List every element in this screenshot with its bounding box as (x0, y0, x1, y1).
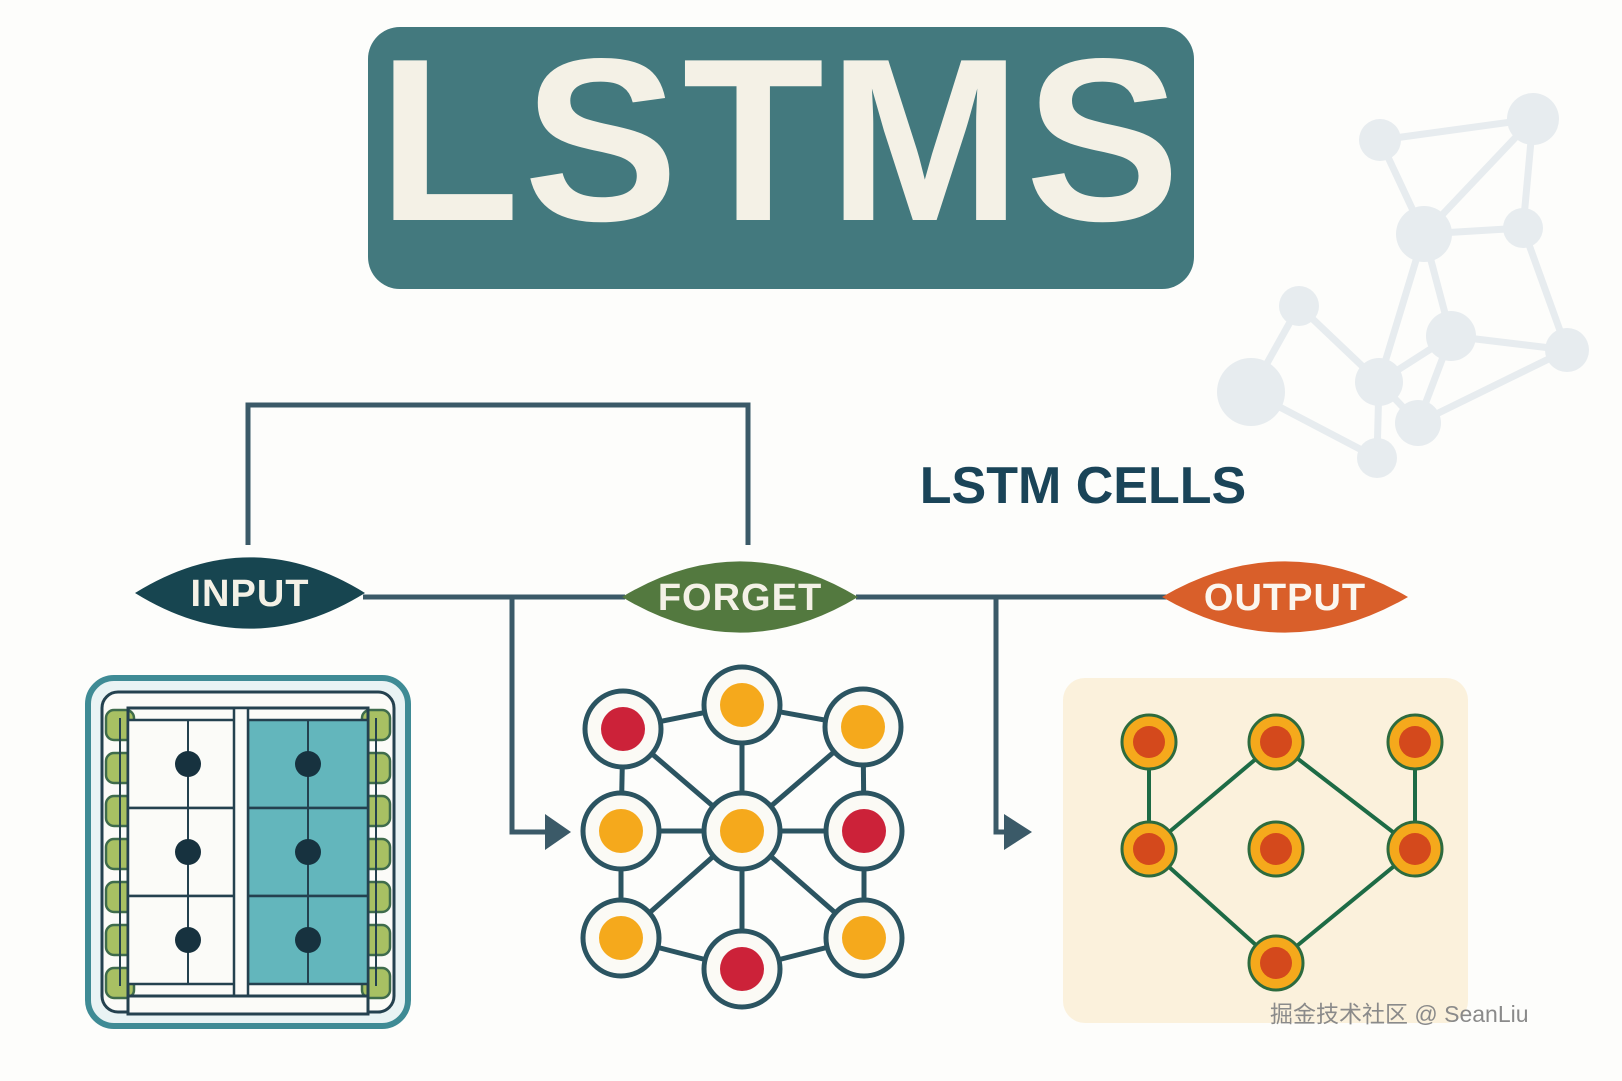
decoration-node (1217, 358, 1285, 426)
title-banner: LSTMS (368, 11, 1194, 289)
chip-node-dot (295, 927, 321, 953)
chip-node-dot (175, 927, 201, 953)
decoration-node (1357, 438, 1397, 478)
network-node-core (842, 809, 886, 853)
decoration-node (1355, 358, 1403, 406)
gate-forget-shape (622, 561, 858, 633)
output-node (1247, 934, 1305, 992)
decoration-node (1545, 328, 1589, 372)
decoration-node (1507, 93, 1559, 145)
network-node (582, 688, 664, 770)
title-banner-text: LSTMS (378, 11, 1184, 270)
section-title: LSTM CELLS (920, 457, 1246, 515)
network-node (580, 897, 662, 979)
output-edge (1274, 847, 1417, 965)
gate-connectors (245, 402, 1168, 850)
gate-output-label: OUTPUT (1204, 577, 1366, 619)
output-edge (1274, 740, 1417, 851)
output-node (1386, 713, 1444, 771)
output-node (1120, 713, 1178, 771)
output-node-core (1260, 726, 1292, 758)
network-node-core (841, 705, 885, 749)
network-node-core (601, 707, 645, 751)
output-node (1120, 820, 1178, 878)
network-node (701, 790, 783, 872)
gate-forget-label: FORGET (658, 577, 822, 619)
decoration-node (1279, 286, 1319, 326)
output-network-panel (1063, 678, 1468, 1023)
gate-forget[interactable]: FORGET (622, 561, 858, 633)
input-chip-illustration (85, 675, 411, 1029)
decoration-node (1359, 119, 1401, 161)
watermark-text: 掘金技术社区 @ SeanLiu (1270, 1001, 1529, 1027)
output-node (1247, 713, 1305, 771)
chip-gutter (232, 706, 250, 998)
background-network-pattern (1217, 93, 1589, 478)
output-node-core (1133, 833, 1165, 865)
feedback-bracket-connector (245, 402, 751, 545)
network-node-core (720, 947, 764, 991)
decoration-edge (1416, 346, 1569, 427)
arrow-to-output-panel (1004, 814, 1032, 850)
output-node-core (1399, 833, 1431, 865)
network-node (823, 790, 905, 872)
network-node-core (599, 809, 643, 853)
output-node-core (1133, 726, 1165, 758)
gate-input-shape (135, 557, 365, 629)
forget-network-graph (580, 664, 905, 1010)
network-node-core (599, 916, 643, 960)
output-node-core (1260, 833, 1292, 865)
network-node (823, 897, 905, 979)
network-node (580, 790, 662, 872)
arrow-to-forget-network (545, 814, 571, 850)
chip-node-dot (295, 839, 321, 865)
gate-input-label: INPUT (191, 573, 310, 615)
forget-panel-drop-line (993, 597, 1004, 835)
input-panel-drop-line (509, 597, 545, 835)
gate-input[interactable]: INPUT (135, 557, 365, 629)
title-banner-background (368, 27, 1194, 289)
network-node (701, 664, 783, 746)
network-node (822, 686, 904, 768)
network-node-core (842, 916, 886, 960)
output-node (1247, 820, 1305, 878)
chip-bottom-bar (126, 994, 370, 1016)
decoration-node (1395, 400, 1441, 446)
network-node-core (720, 809, 764, 853)
chip-node-dot (175, 839, 201, 865)
output-node (1386, 820, 1444, 878)
chip-node-dot (295, 751, 321, 777)
decoration-node (1396, 206, 1452, 262)
network-node-core (720, 683, 764, 727)
output-node-core (1260, 947, 1292, 979)
gate-output-shape (1162, 561, 1408, 633)
decoration-node (1426, 311, 1476, 361)
network-node (701, 928, 783, 1010)
gate-output[interactable]: OUTPUT (1162, 561, 1408, 633)
decoration-node (1503, 208, 1543, 248)
output-node-core (1399, 726, 1431, 758)
chip-node-dot (175, 751, 201, 777)
